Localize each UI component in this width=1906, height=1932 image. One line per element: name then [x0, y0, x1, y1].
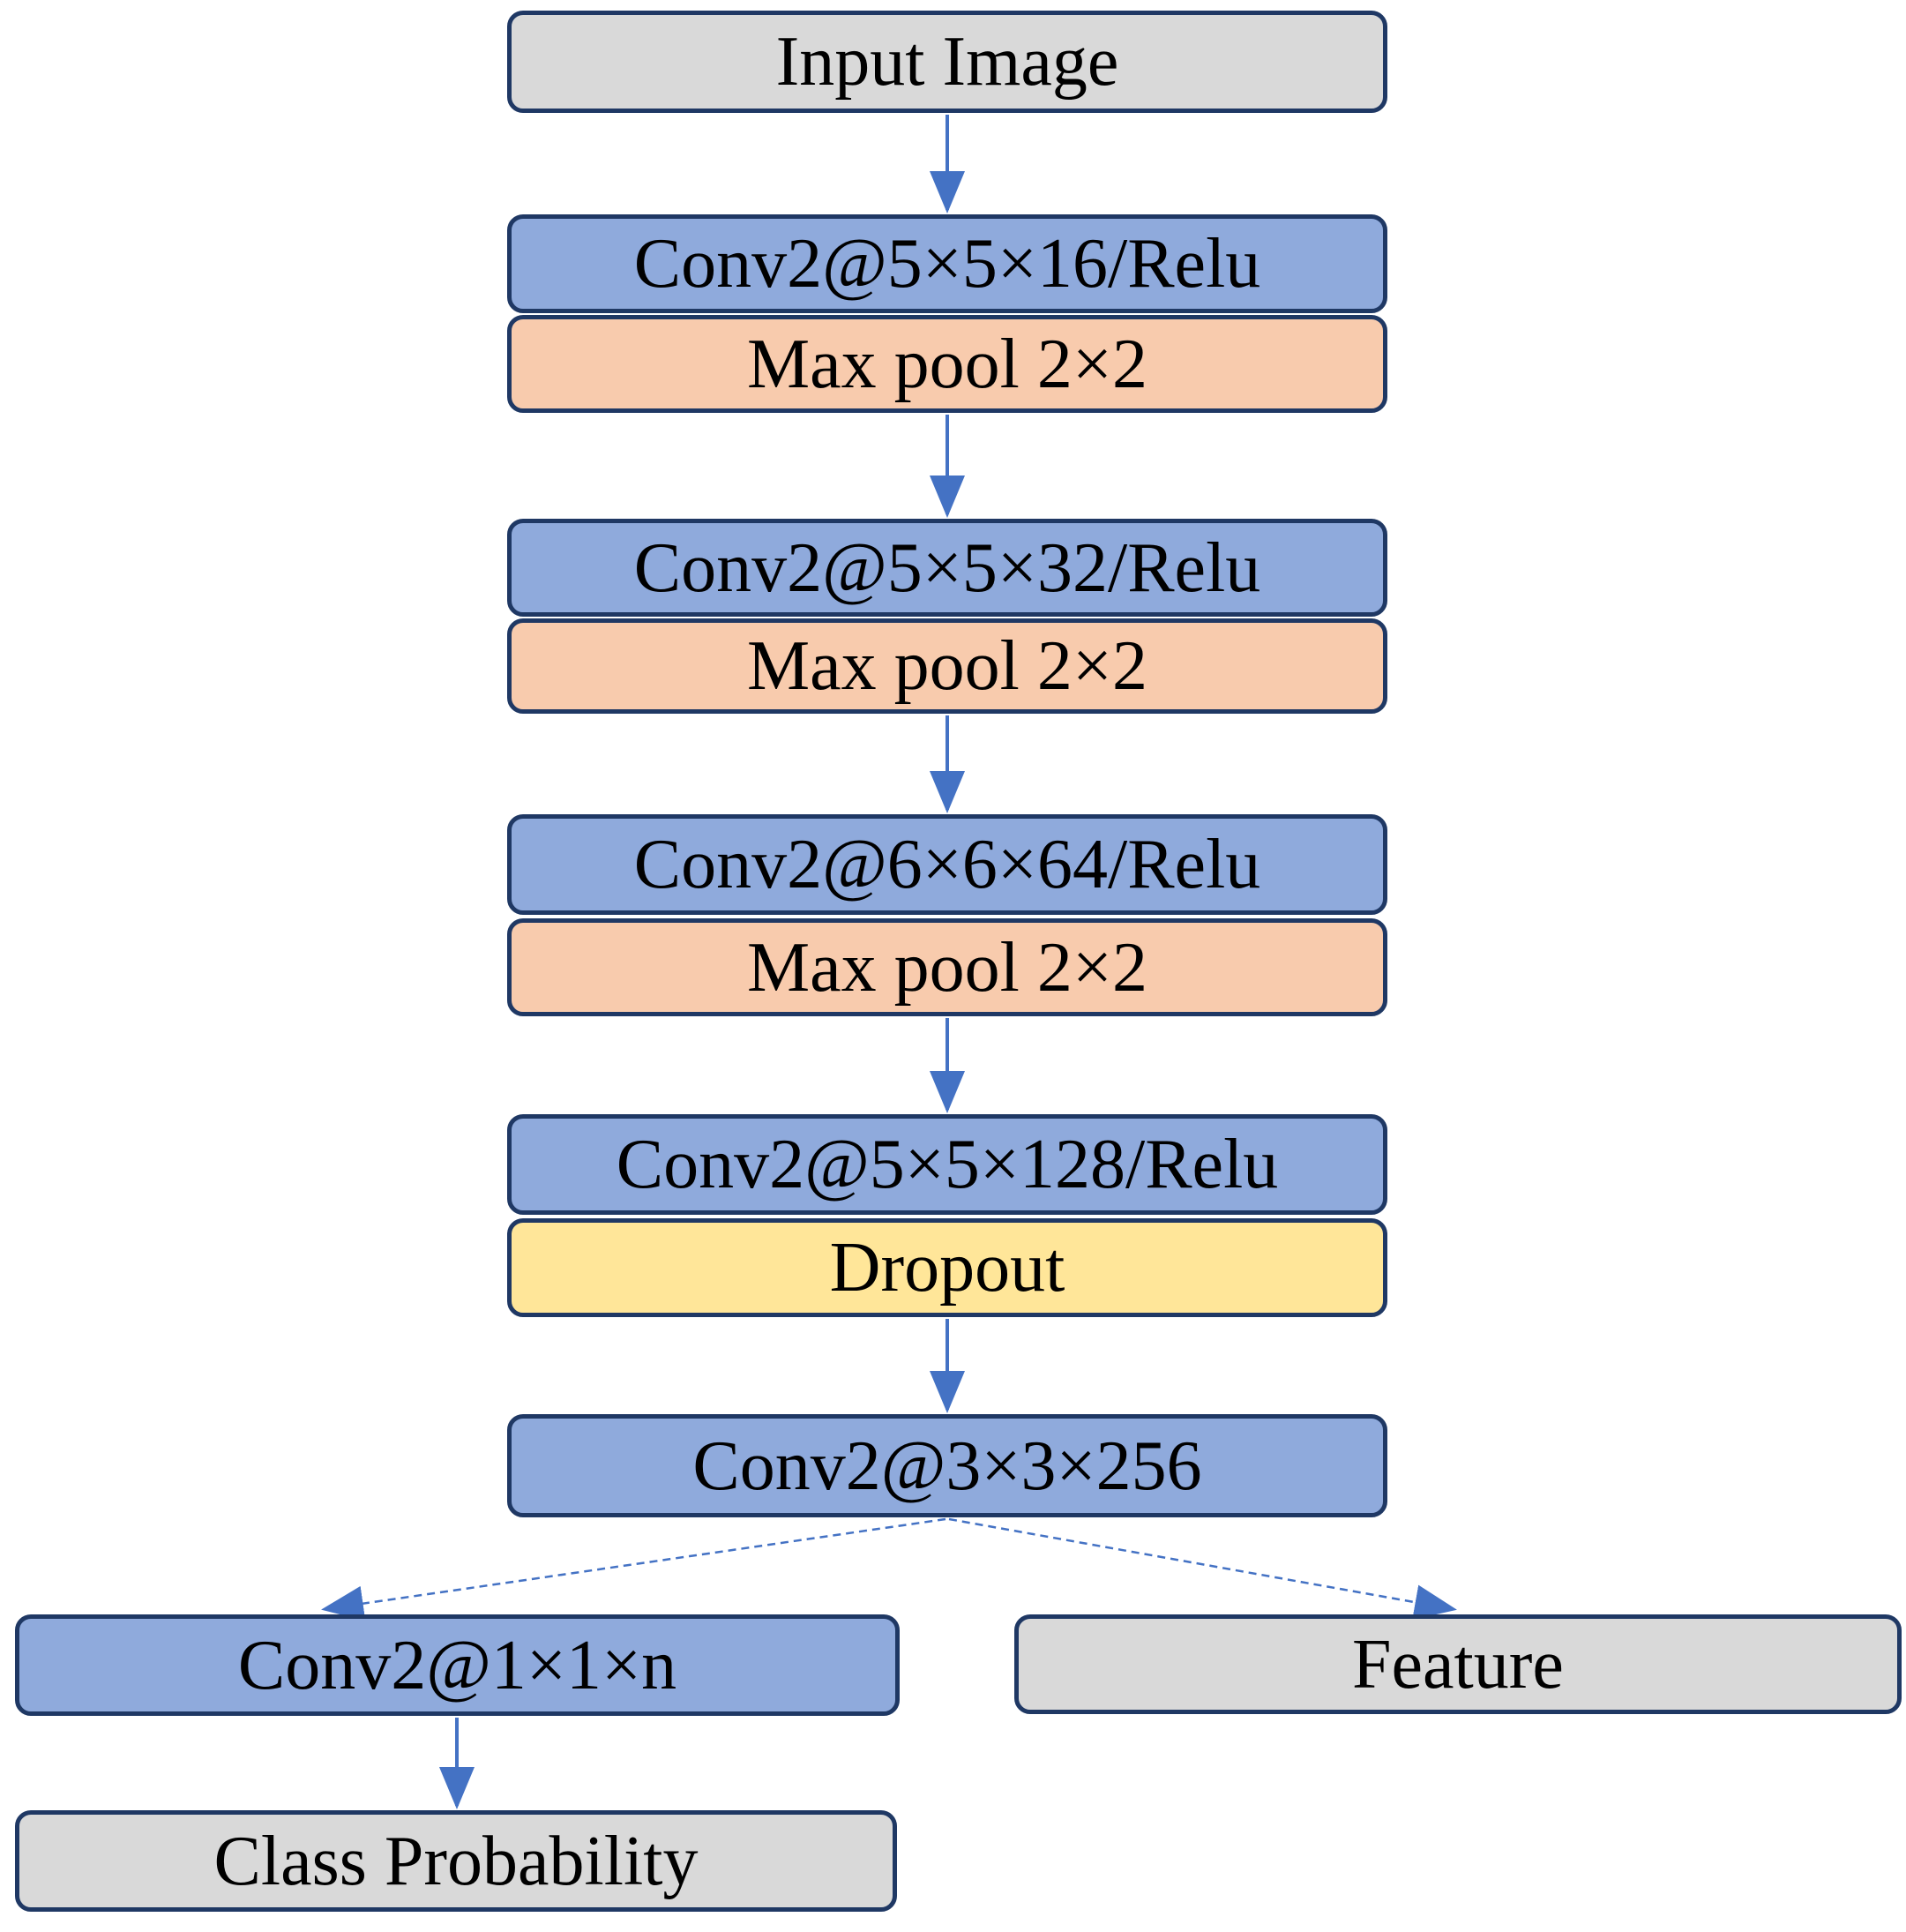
node-conv2: Conv2@5×5×32/Relu	[507, 519, 1387, 617]
node-conv6: Conv2@1×1×n	[15, 1614, 900, 1716]
node-input-image: Input Image	[507, 11, 1387, 113]
arrow-conv5-to-conv6	[321, 1517, 946, 1621]
arrow-conv5-to-feature	[948, 1517, 1457, 1620]
node-class-probability: Class Probability	[15, 1810, 897, 1912]
node-dropout: Dropout	[507, 1218, 1387, 1317]
node-conv5: Conv2@3×3×256	[507, 1414, 1387, 1517]
node-conv1: Conv2@5×5×16/Relu	[507, 214, 1387, 313]
node-conv3: Conv2@6×6×64/Relu	[507, 814, 1387, 915]
node-maxpool1: Max pool 2×2	[507, 315, 1387, 413]
node-feature: Feature	[1014, 1614, 1902, 1714]
node-maxpool3: Max pool 2×2	[507, 918, 1387, 1016]
node-maxpool2: Max pool 2×2	[507, 618, 1387, 714]
node-conv4: Conv2@5×5×128/Relu	[507, 1114, 1387, 1215]
